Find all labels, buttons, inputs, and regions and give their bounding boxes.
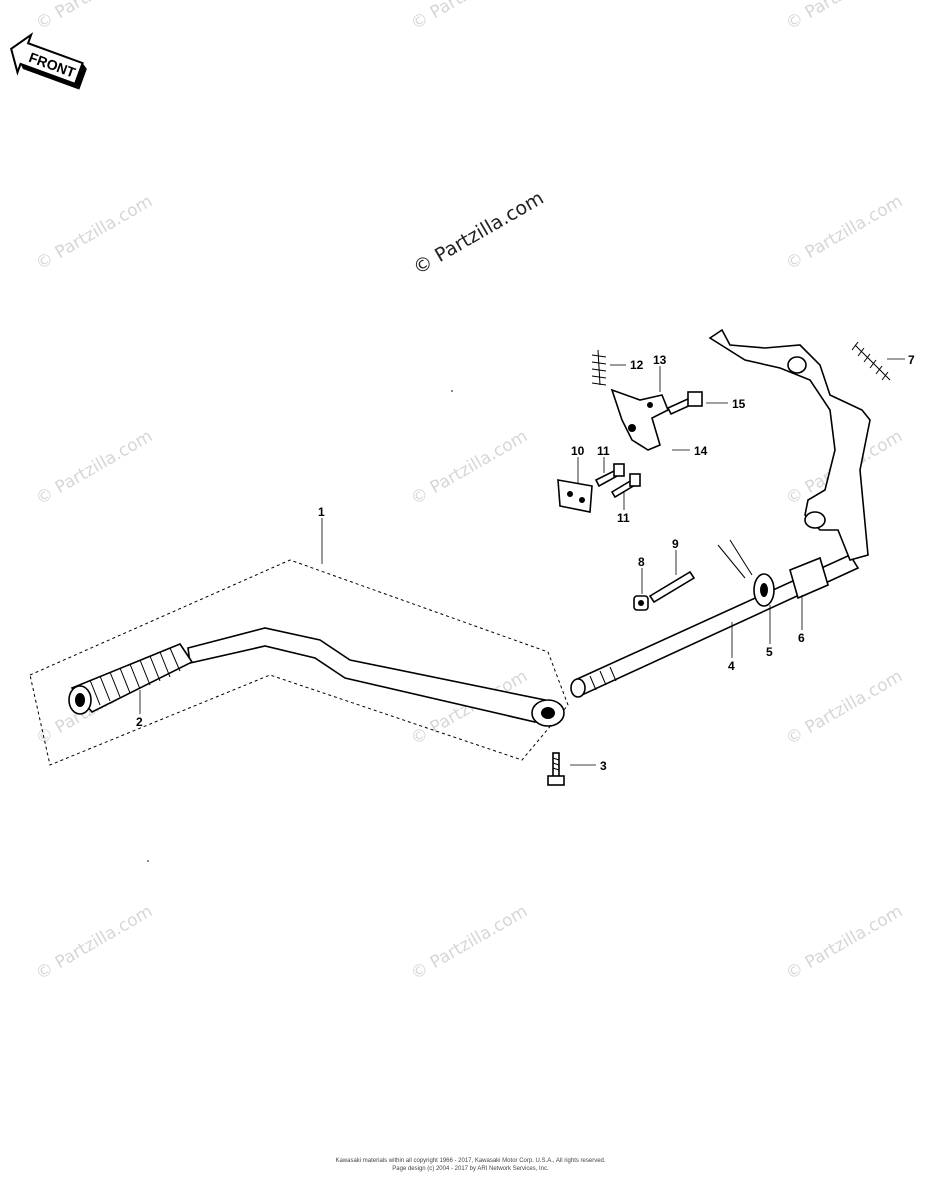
pedal-rubber-grip bbox=[68, 643, 194, 715]
callout-2: 2 bbox=[136, 715, 143, 729]
callout-4: 4 bbox=[728, 659, 735, 673]
stopper-bracket bbox=[557, 479, 593, 513]
return-spring bbox=[851, 341, 891, 381]
footer-copyright: Kawasaki materials within all copyright … bbox=[335, 1158, 606, 1164]
main-watermark: © Partzilla.com bbox=[410, 187, 548, 279]
pedal-bolt bbox=[547, 752, 565, 786]
watermark: © Partzilla.com bbox=[408, 901, 532, 984]
stopper-bolt bbox=[666, 391, 703, 416]
watermark: © Partzilla.com bbox=[33, 0, 157, 34]
watermark: © Partzilla.com bbox=[783, 191, 907, 274]
callout-5: 5 bbox=[766, 645, 773, 659]
watermark: © Partzilla.com bbox=[408, 426, 532, 509]
callout-7: 7 bbox=[908, 353, 915, 367]
watermark: © Partzilla.com bbox=[33, 426, 157, 509]
callout-14: 14 bbox=[694, 444, 708, 458]
bracket-screw bbox=[610, 473, 641, 499]
shaft-collar bbox=[789, 556, 829, 600]
callout-12: 12 bbox=[630, 358, 644, 372]
watermark: © Partzilla.com bbox=[408, 0, 532, 34]
stud-bolt bbox=[648, 570, 696, 604]
shaft-circlip bbox=[717, 539, 753, 579]
footer-page-design: Page design (c) 2004 - 2017 by ARI Netwo… bbox=[392, 1166, 549, 1172]
shift-pedal-lever bbox=[187, 627, 565, 727]
lock-nut bbox=[633, 595, 649, 611]
stopper-spring bbox=[591, 349, 607, 386]
callout-6: 6 bbox=[798, 631, 805, 645]
stopper-plate bbox=[610, 388, 670, 451]
leader-lines bbox=[139, 358, 905, 766]
watermark: © Partzilla.com bbox=[33, 901, 157, 984]
callout-labels: 1 2 3 4 5 6 7 8 9 10 11 11 12 13 14 15 bbox=[136, 353, 915, 773]
watermark-layer: © Partzilla.com © Partzilla.com © Partzi… bbox=[33, 0, 907, 984]
callout-1: 1 bbox=[318, 505, 325, 519]
callout-15: 15 bbox=[732, 397, 746, 411]
assembly-outline bbox=[29, 559, 569, 766]
shift-arm bbox=[708, 328, 871, 561]
watermark: © Partzilla.com bbox=[33, 191, 157, 274]
watermark: © Partzilla.com bbox=[783, 666, 907, 749]
callout-13: 13 bbox=[653, 353, 667, 367]
callout-8: 8 bbox=[638, 555, 645, 569]
watermark: © Partzilla.com bbox=[783, 901, 907, 984]
callout-10: 10 bbox=[571, 444, 585, 458]
callout-11b: 11 bbox=[617, 511, 630, 525]
front-arrow-icon: FRONT bbox=[10, 32, 87, 90]
callout-3: 3 bbox=[600, 759, 607, 773]
callout-11a: 11 bbox=[597, 444, 610, 458]
callout-9: 9 bbox=[672, 537, 679, 551]
watermark: © Partzilla.com bbox=[783, 0, 907, 34]
bracket-screw bbox=[594, 463, 625, 488]
